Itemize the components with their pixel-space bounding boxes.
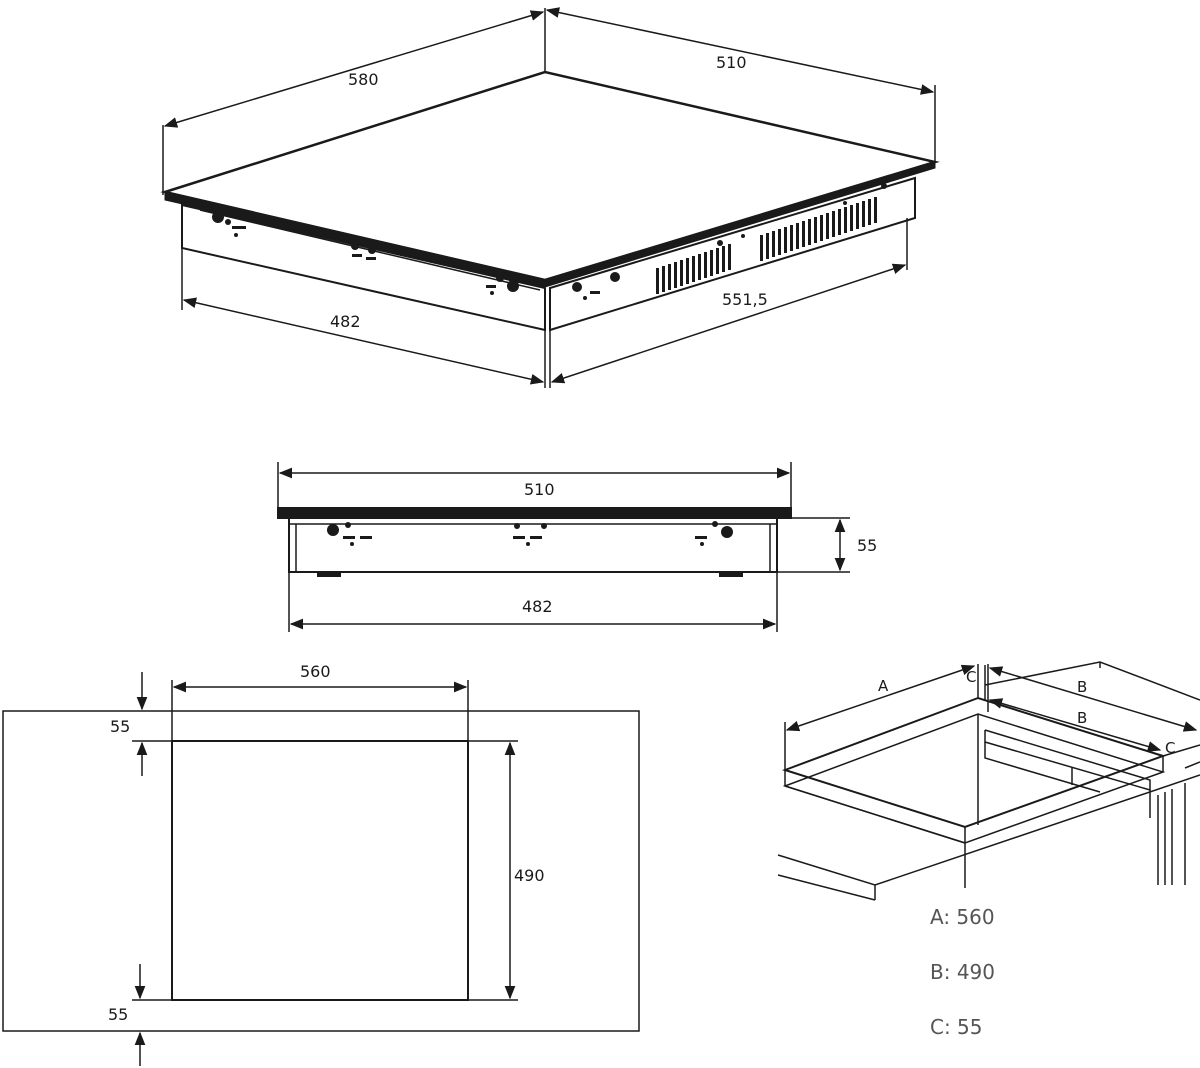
dimension-label-c-right: C [1165,739,1175,757]
side-body [288,517,778,573]
countertop-outline [2,710,640,1032]
dimension-line-b [988,666,1198,752]
dimension-label-b-inner: B [1077,709,1087,727]
dimension-label-510-top: 510 [716,53,747,72]
cutout-outline [171,740,469,1001]
dimension-line-55-side [777,517,850,573]
dimension-line-55-bottom [132,964,172,1066]
dimension-label-55-top: 55 [110,717,130,736]
dimension-line-c-right [1162,744,1200,757]
dimension-line-482-side [288,572,778,632]
dimension-label-b-top: B [1077,678,1087,696]
dimension-label-560: 560 [300,662,331,681]
dimension-line-560 [171,680,469,741]
dimension-label-580: 580 [348,70,379,89]
side-connectors [327,521,733,546]
dimension-label-551-5: 551,5 [722,290,768,309]
cutout-rim [781,696,1167,829]
legend-c: C: 55 [930,1015,983,1039]
cutout-isometric-view [777,661,1200,901]
dimension-label-482-top: 482 [330,312,361,331]
legend-a: A: 560 [930,905,995,929]
side-glass-plate [277,507,792,519]
dimension-label-55-side: 55 [857,536,877,555]
dimension-line-510-top [545,7,936,162]
dimension-label-c-left: C [966,668,976,686]
legend-b: B: 490 [930,960,995,984]
dimension-line-a [784,664,976,770]
connector-holes-left [212,211,519,295]
cutout-plan-view [2,672,640,1066]
dimension-line-551-5 [549,218,908,388]
dimension-line-580 [162,8,546,195]
dimension-line-510-side [277,462,792,508]
hob-glass-edge [164,161,936,288]
dimension-label-490: 490 [514,866,545,885]
dimension-line-c-left [977,664,989,712]
dimension-label-a: A [878,677,889,695]
dimension-line-490 [468,740,518,1001]
dimension-line-482-top [181,248,546,388]
dimension-line-55-top [132,672,172,776]
hob-side-view [277,462,850,632]
dimension-label-55-bottom: 55 [108,1005,128,1024]
dimension-label-510-side: 510 [524,480,555,499]
dimension-label-482-side: 482 [522,597,553,616]
hob-isometric-view [160,7,940,388]
